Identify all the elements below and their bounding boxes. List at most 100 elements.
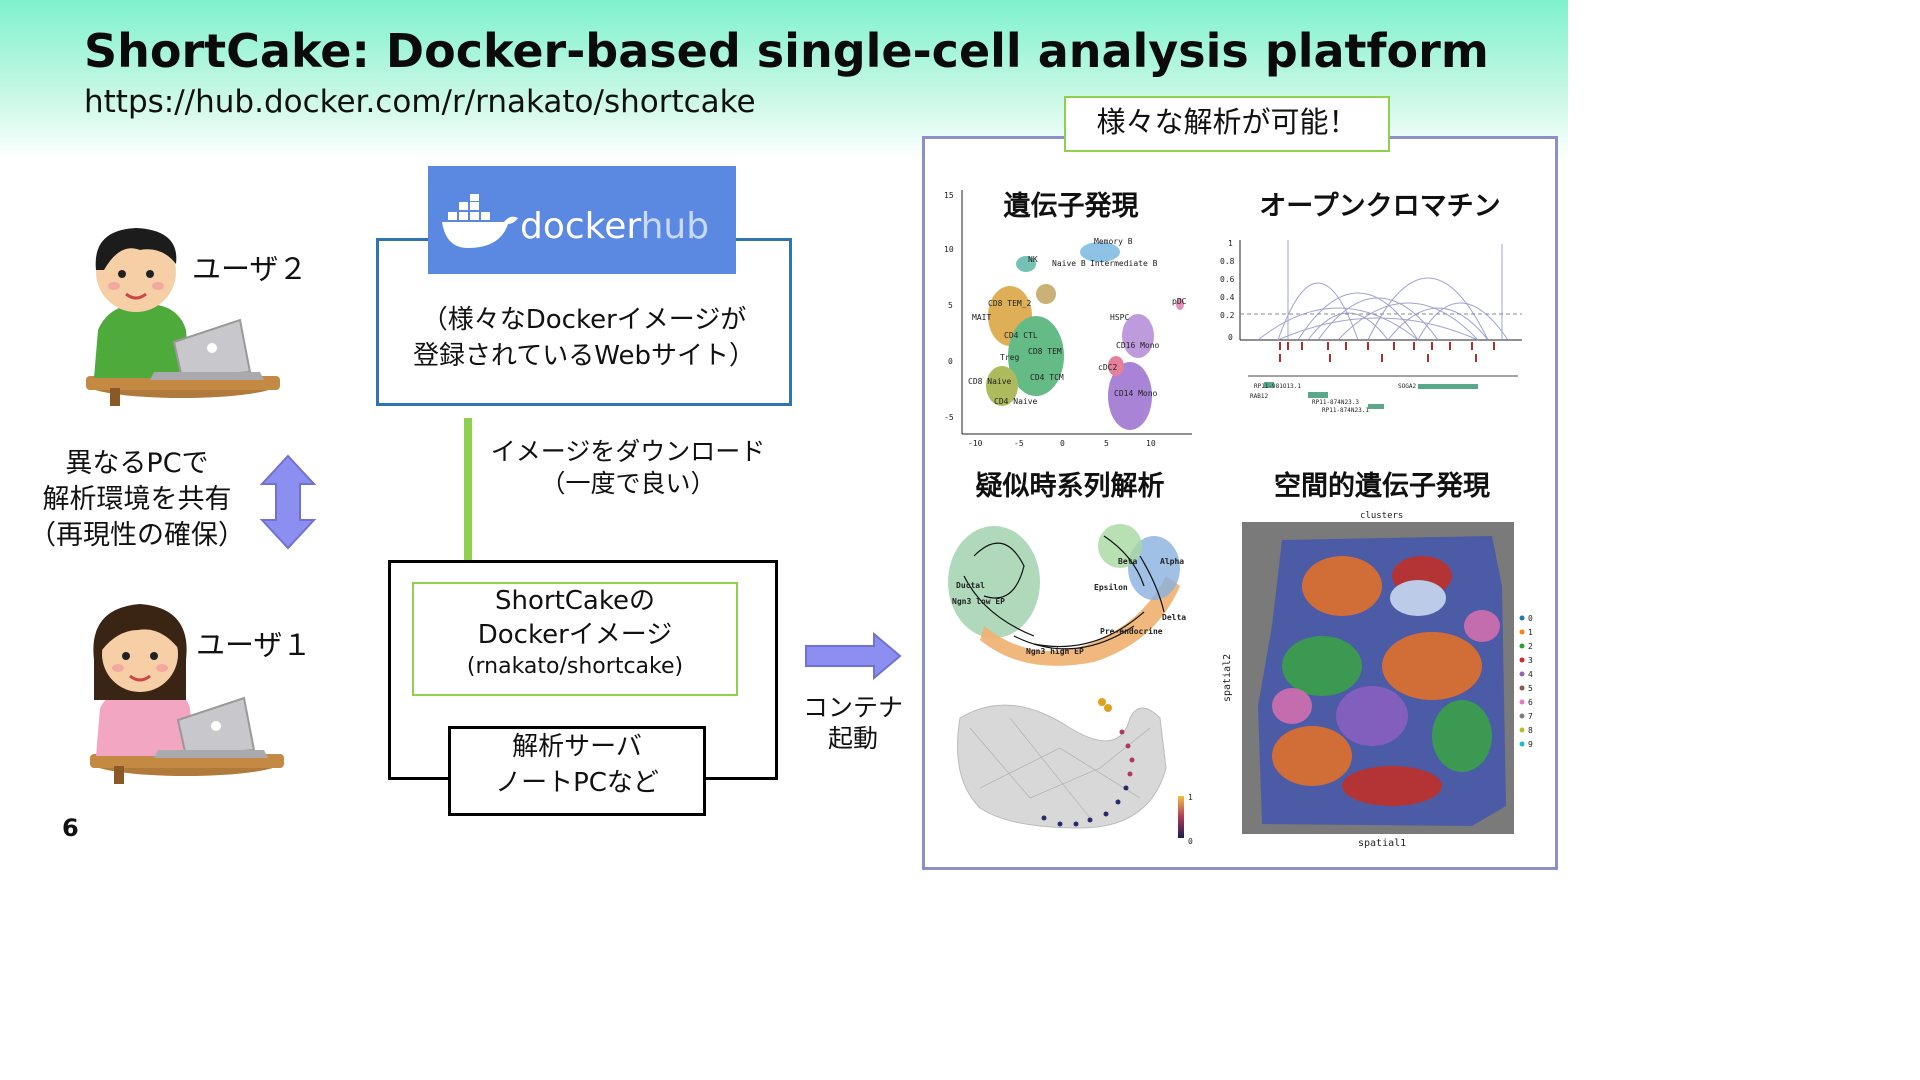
- chromatin-ytick: 0.6: [1220, 275, 1235, 284]
- panel-open-chromatin-title: オープンクロマチン: [1259, 191, 1501, 222]
- spatial-plot-title: clusters: [1360, 511, 1403, 521]
- spatial-legend-item: 0: [1528, 614, 1533, 623]
- panel-spatial-title: 空間的遺伝子発現: [1274, 471, 1490, 502]
- spatial-legend-item: 9: [1528, 740, 1533, 749]
- umap-xtick: 0: [1060, 439, 1065, 448]
- dockerhub-description: （様々なDockerイメージが 登録されているWebサイト）: [388, 302, 780, 374]
- spatial-legend-item: 5: [1528, 684, 1533, 693]
- umap-cluster-label: CD4 CTL: [1004, 331, 1038, 340]
- umap-xtick: -10: [968, 439, 983, 448]
- image-box-line3: (rnakato/shortcake): [466, 654, 684, 679]
- spatial-legend-item: 1: [1528, 628, 1533, 637]
- chromatin-ytick: 0.4: [1220, 293, 1235, 302]
- panel-gene-expression-title: 遺伝子発現: [1003, 191, 1139, 222]
- colorbar-tick: 1: [1188, 793, 1193, 802]
- dockerhub-desc-line1: （様々なDockerイメージが: [421, 305, 747, 335]
- umap-cluster-label: CD4 Naive: [994, 397, 1038, 406]
- double-arrow-icon: [259, 454, 317, 550]
- umap-cluster-label: HSPC: [1110, 313, 1129, 322]
- velocity-label: Alpha: [1160, 557, 1184, 566]
- hub-word: hub: [640, 206, 710, 247]
- share-environment-text: 異なるPCで 解析環境を共有 （再現性の確保）: [24, 446, 250, 554]
- user2-label: ユーザ２: [192, 252, 308, 286]
- spatial-legend-item: 8: [1528, 726, 1533, 735]
- page-number: 6: [62, 814, 79, 842]
- download-text-line1: イメージをダウンロード: [490, 437, 766, 466]
- velocity-label: Epsilon: [1094, 582, 1128, 592]
- download-text-line2: （一度で良い）: [540, 469, 716, 498]
- analysis-panel-title: 様々な解析が可能！: [1064, 96, 1390, 152]
- dockerhub-desc-line2: 登録されているWebサイト）: [413, 341, 755, 371]
- umap-plot: 15 10 5 0 -5 -10 -5 0 5 10 Memory B Naiv…: [944, 190, 1192, 448]
- umap-ytick: 10: [944, 245, 954, 254]
- umap-cluster-label: NK: [1028, 255, 1038, 264]
- umap-cluster-label: CD4 TCM: [1030, 373, 1064, 382]
- umap-cluster-label: CD8 Naive: [968, 377, 1012, 386]
- share-text-line1: 異なるPCで: [65, 448, 209, 479]
- rna-velocity-plot: Ductal Ngn3 low EP Epsilon Beta Alpha De…: [948, 524, 1186, 666]
- server-box: 解析サーバ ノートPCなど: [448, 726, 706, 816]
- umap-cluster-label: Treg: [1000, 353, 1019, 362]
- velocity-label: Ngn3 low EP: [952, 597, 1005, 606]
- download-arrow-shaft: [464, 418, 472, 564]
- spatial-legend-item: 3: [1528, 656, 1533, 665]
- share-text-line2: 解析環境を共有: [42, 484, 232, 515]
- shortcake-image-box: ShortCakeの Dockerイメージ (rnakato/shortcake…: [412, 582, 738, 696]
- spatial-xlabel: spatial1: [1358, 838, 1406, 849]
- umap-xtick: -5: [1014, 439, 1024, 448]
- user1-label: ユーザ１: [196, 628, 312, 662]
- image-box-line2: Dockerイメージ: [477, 620, 673, 650]
- umap-ytick: -5: [944, 413, 954, 422]
- download-text: イメージをダウンロード （一度で良い）: [480, 436, 776, 500]
- umap-cluster-label: Naive B: [1052, 259, 1086, 268]
- umap-cluster-label: CD8 TEM_2: [988, 299, 1032, 308]
- chromatin-ytick: 1: [1228, 239, 1233, 248]
- umap-cluster-label: MAIT: [972, 313, 991, 322]
- server-box-line1: 解析サーバ: [512, 732, 642, 762]
- user1-illustration: [90, 604, 284, 784]
- chromatin-gene-label: RAB12: [1250, 393, 1268, 400]
- velocity-label: Ductal: [956, 581, 985, 590]
- spatial-legend-item: 7: [1528, 712, 1533, 721]
- umap-xtick: 10: [1146, 439, 1156, 448]
- docker-whale-icon: [442, 194, 518, 248]
- spatial-legend-item: 2: [1528, 642, 1533, 651]
- container-start-line1: コンテナ: [802, 693, 903, 722]
- server-box-line2: ノートPCなど: [495, 768, 659, 798]
- share-text-line3: （再現性の確保）: [29, 520, 245, 551]
- spatial-clusters-plot: clusters spatial2 spatial1 0 1 2 3 4 5 6…: [1222, 511, 1533, 849]
- velocity-label: Pre-endocrine: [1100, 626, 1163, 636]
- umap-xtick: 5: [1104, 439, 1109, 448]
- spatial-legend-item: 4: [1528, 670, 1533, 679]
- umap-cluster-label: CD8 TEM: [1028, 347, 1062, 356]
- image-box-line1: ShortCakeの: [495, 586, 655, 616]
- chromatin-ytick: 0.2: [1220, 311, 1235, 320]
- dockerhub-logo-text: dockerhub: [520, 206, 709, 247]
- coaccessibility-plot: 1 0.8 0.6 0.4 0.2 0 RP11-981O13.1 RAB12 …: [1220, 239, 1522, 414]
- umap-ytick: 5: [948, 301, 953, 310]
- chromatin-gene-label: RP11-874N23.1: [1322, 407, 1369, 414]
- umap-ytick: 0: [948, 357, 953, 366]
- velocity-label: Ngn3 high EP: [1026, 646, 1084, 656]
- chromatin-ytick: 0.8: [1220, 257, 1235, 266]
- umap-cluster-label: CD16 Mono: [1116, 341, 1160, 350]
- umap-cluster-label: CD14 Mono: [1114, 389, 1158, 398]
- docker-url-link[interactable]: https://hub.docker.com/r/rnakato/shortca…: [84, 84, 756, 120]
- chromatin-gene-label: RP11-981O13.1: [1254, 383, 1301, 390]
- chromatin-ytick: 0: [1228, 333, 1233, 342]
- panel-pseudotime-title: 疑似時系列解析: [975, 471, 1165, 502]
- umap-cluster-label: pDC: [1172, 297, 1187, 306]
- docker-word: docker: [520, 206, 641, 247]
- umap-cluster-label: Memory B: [1094, 237, 1133, 246]
- chromatin-gene-label: RP11-874N23.3: [1312, 399, 1359, 406]
- slide-title: ShortCake: Docker-based single-cell anal…: [84, 24, 1489, 78]
- user2-illustration: [86, 228, 280, 406]
- umap-ytick: 15: [944, 191, 954, 200]
- spatial-ylabel: spatial2: [1222, 654, 1233, 702]
- chromatin-gene-label: SOGA2: [1398, 383, 1416, 390]
- pseudotime-graph-plot: 1 0: [957, 698, 1193, 846]
- dockerhub-logo[interactable]: [428, 166, 736, 274]
- container-start-line2: 起動: [827, 724, 878, 753]
- velocity-label: Delta: [1162, 613, 1186, 622]
- container-start-arrow-icon: [805, 632, 902, 680]
